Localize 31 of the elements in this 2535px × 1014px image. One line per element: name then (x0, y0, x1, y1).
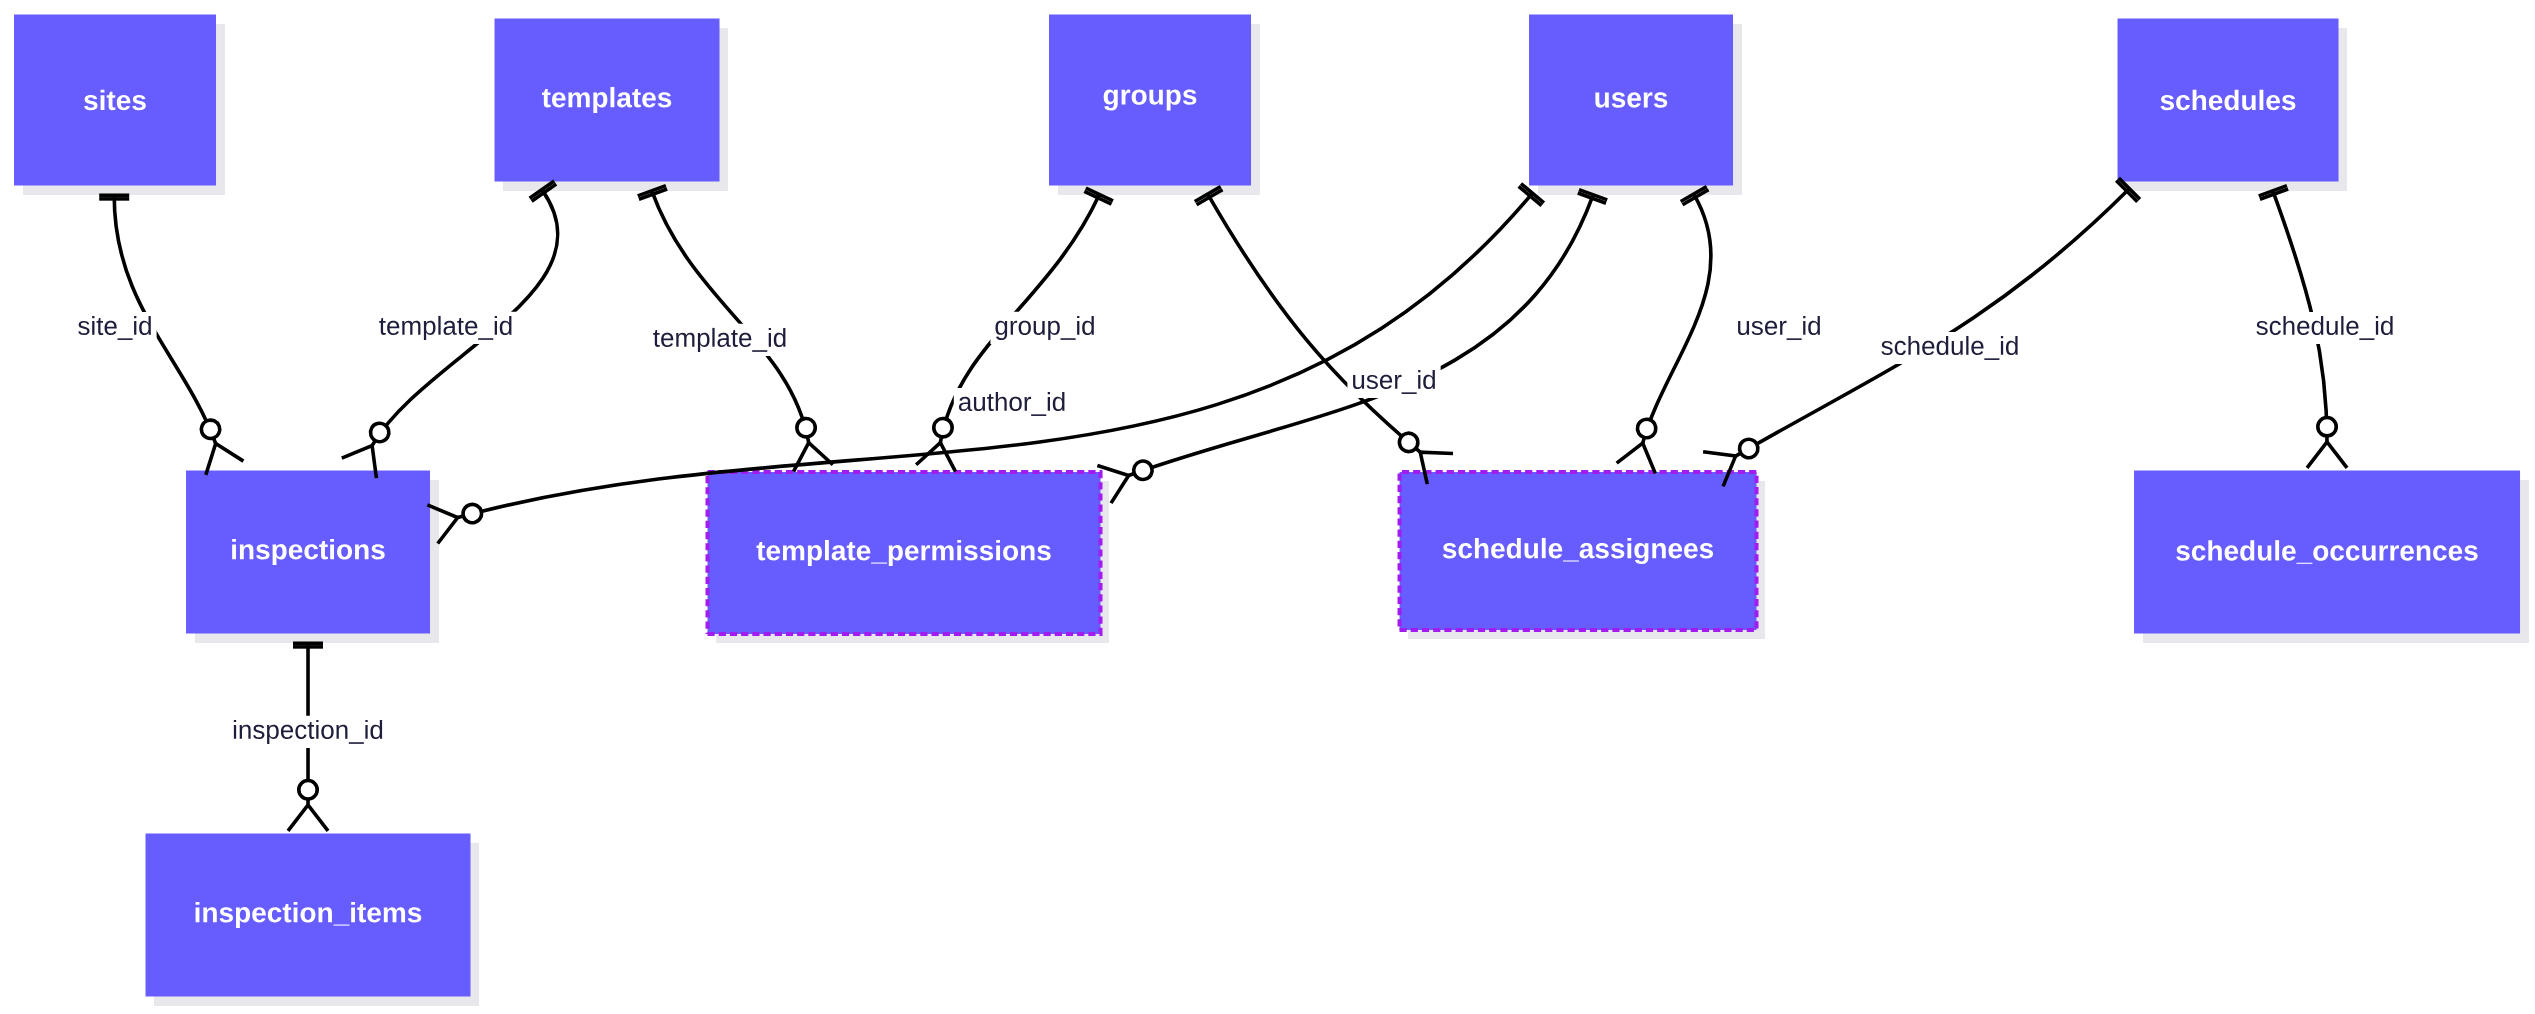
edge-label: user_id (1347, 366, 1441, 398)
entity-box: template_permissions (705, 470, 1109, 643)
edge-label: template_id (648, 323, 792, 357)
relationship-line (99, 193, 245, 476)
relationship-line (1193, 185, 1454, 485)
entity-box: schedules (2117, 18, 2348, 191)
relationship-line (286, 641, 330, 832)
edge-label: site_id (73, 312, 157, 344)
edge-label: user_id (1732, 312, 1826, 344)
entity-box: users (1529, 14, 1743, 195)
entity-box: schedule_assignees (1397, 470, 1765, 639)
entity-box: inspections (186, 470, 439, 643)
entity-box: inspection_items (145, 833, 479, 1006)
edge-label: template_id (374, 311, 518, 345)
entity-box: templates (494, 18, 728, 191)
relationship-line (2258, 183, 2349, 469)
relationship-line (426, 182, 1546, 545)
relationship-line (1615, 185, 1713, 475)
edge-label: group_id (990, 311, 1100, 345)
edge-label: author_id (953, 388, 1071, 420)
relationship-line (637, 183, 835, 473)
relationship-line (1096, 187, 1608, 505)
entity-box: sites (14, 14, 225, 195)
edge-label: schedule_id (1876, 331, 2024, 364)
edge-label: schedule_id (2251, 312, 2399, 344)
relationship-line (1702, 176, 2142, 488)
entity-box: schedule_occurrences (2134, 470, 2530, 643)
edge-label: inspection_id (228, 715, 388, 749)
entity-box: groups (1049, 14, 1260, 195)
relationship-line (914, 186, 1114, 473)
relationship-line (341, 179, 560, 479)
